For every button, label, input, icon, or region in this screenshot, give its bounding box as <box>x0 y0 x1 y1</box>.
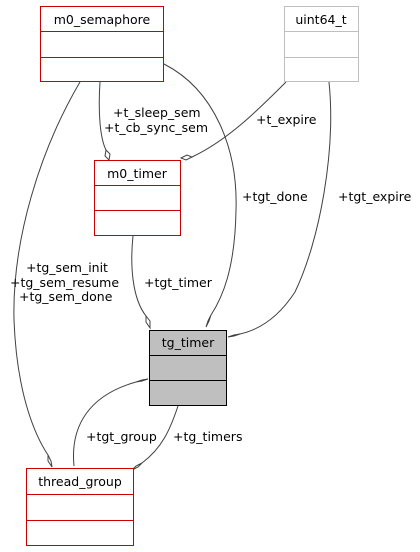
class-box-thread-group: thread_group <box>26 468 134 546</box>
diamond-tg-timer-expire <box>227 333 241 338</box>
label-t-sleep-sem: +t_sleep_sem <box>113 105 201 120</box>
label-tgt-done: +tgt_done <box>242 189 308 204</box>
class-name-m0-semaphore: m0_semaphore <box>54 12 151 27</box>
label-tgt-group: +tgt_group <box>86 429 157 444</box>
class-box-m0-semaphore: m0_semaphore <box>40 6 164 82</box>
class-box-uint64-t-frame <box>284 6 359 82</box>
label-t-cb-sync-sem: +t_cb_sync_sem <box>104 120 208 135</box>
diamond-thread-group-sem <box>47 454 53 468</box>
class-box-m0-semaphore-frame <box>40 6 164 82</box>
edge-tg-timer-to-thread-group <box>141 405 179 464</box>
class-name-m0-timer: m0_timer <box>107 166 168 181</box>
label-tgt-timer: +tgt_timer <box>144 275 213 290</box>
diamond-tg-timer-timer <box>145 314 151 330</box>
class-box-thread-group-frame <box>26 468 134 546</box>
diamond-m0-timer-semaphore <box>104 148 111 162</box>
label-t-expire: +t_expire <box>256 112 317 127</box>
class-box-uint64-t: uint64_t <box>284 6 359 82</box>
edge-m0-semaphore-to-m0-timer <box>98 81 107 151</box>
class-name-thread-group: thread_group <box>38 474 122 489</box>
edge-m0-semaphore-to-thread-group <box>13 81 81 456</box>
class-name-tg-timer: tg_timer <box>162 335 215 350</box>
class-box-m0-timer: m0_timer <box>94 160 181 236</box>
edge-thread-group-to-tg-timer <box>73 381 137 467</box>
diamond-tg-timer-group <box>135 378 149 383</box>
label-tgt-expire: +tgt_expire <box>338 189 412 204</box>
edge-m0-semaphore-to-tg-timer-done <box>163 63 237 316</box>
class-box-tg-timer-frame <box>149 330 227 406</box>
label-tg-sem-init: +tg_sem_init <box>26 260 108 275</box>
class-box-m0-timer-frame <box>94 160 181 236</box>
class-box-tg-timer: tg_timer <box>149 330 227 406</box>
edge-uint64-to-tg-timer-expire <box>239 81 332 335</box>
diamond-m0-timer-expire <box>179 154 194 161</box>
label-tg-sem-done: +tg_sem_done <box>19 289 113 304</box>
edge-uint64-to-m0-timer <box>191 81 287 158</box>
label-tg-timers: +tg_timers <box>173 429 242 444</box>
diamond-tg-timer-done <box>205 314 212 328</box>
class-name-uint64-t: uint64_t <box>295 12 346 27</box>
label-tg-sem-resume: +tg_sem_resume <box>10 275 119 290</box>
edge-m0-timer-to-tg-timer <box>131 235 147 317</box>
